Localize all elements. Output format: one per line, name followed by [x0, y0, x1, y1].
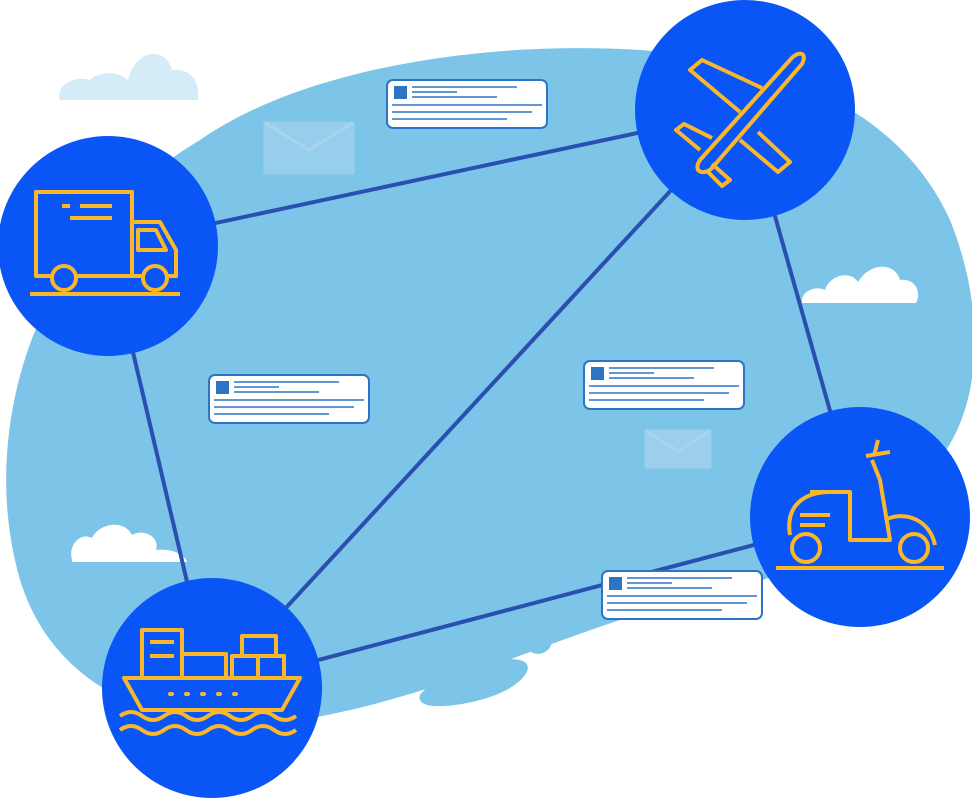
envelope-icon: [263, 121, 355, 175]
node-scooter[interactable]: [750, 407, 970, 627]
cloud-icon: [59, 53, 199, 100]
avatar-square: [216, 381, 229, 394]
node-truck[interactable]: [0, 136, 218, 356]
splash-drop: [524, 626, 552, 654]
link-ship-scooter: [211, 515, 861, 690]
splash-blob: [419, 659, 528, 707]
truck-icon: [30, 190, 180, 296]
scooter-icon: [776, 439, 944, 570]
cargo-ship-icon: [118, 628, 302, 736]
avatar-square: [394, 86, 407, 99]
envelope-icon: [644, 429, 712, 469]
message-card: [583, 360, 745, 410]
cloud-icon: [71, 266, 919, 562]
message-card: [386, 79, 548, 129]
node-plane[interactable]: [635, 0, 855, 220]
airplane-icon: [674, 51, 806, 188]
message-card: [208, 374, 370, 424]
node-ship[interactable]: [102, 578, 322, 798]
avatar-square: [609, 577, 622, 590]
message-card: [601, 570, 763, 620]
link-ship-plane: [210, 108, 747, 690]
avatar-square: [591, 367, 604, 380]
